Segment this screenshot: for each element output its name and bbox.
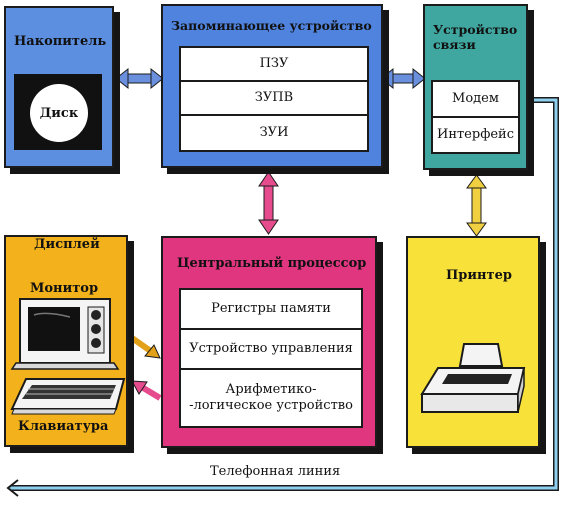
monitor-icon [10,298,120,370]
disk-label: Диск [39,105,79,121]
comm-block: Устройство связи Модем Интерфейс [423,4,528,170]
comm-item-interface: Интерфейс [436,126,515,142]
comm-item-modem: Модем [433,82,518,118]
cpu-to-display-arrow [131,380,162,401]
memory-title: Запоминающее устройство [171,18,372,33]
telephone-line [6,97,559,497]
display-to-cpu-arrow [130,335,161,359]
cpu-block: Центральный процессор Регистры памяти Ус… [161,236,377,448]
computer-illustration [10,298,126,415]
cpu-item-control-unit: Устройство управления [181,330,361,370]
storage-block: Накопитель Диск [4,6,114,168]
memory-block: Запоминающее устройство ПЗУ ЗУПВ ЗУИ [161,4,383,168]
printer-icon [420,343,526,413]
monitor-label: Монитор [30,281,99,296]
cpu-list: Регистры памяти Устройство управления Ар… [179,288,363,428]
cpu-title: Центральный процессор [177,256,367,271]
keyboard-label: Клавиатура [18,419,109,434]
cpu-item-registers: Регистры памяти [181,290,361,330]
comm-list: Модем Интерфейс [431,80,520,154]
memory-item-zui: ЗУИ [259,124,289,140]
phone-line-label: Телефонная линия [210,464,341,479]
storage-memory-arrow [115,67,164,90]
disk-icon: Диск [30,84,88,142]
keyboard-icon [10,378,126,415]
memory-item-pzu: ПЗУ [181,48,367,82]
memory-list: ПЗУ ЗУПВ ЗУИ [179,46,369,152]
display-title: Дисплей [34,237,100,252]
cpu-item-alu: Арифметико- -логическое устройство [189,381,353,413]
printer-title: Принтер [446,268,512,283]
disk-panel: Диск [14,74,102,150]
comm-printer-arrow [466,174,487,237]
storage-title: Накопитель [14,34,107,49]
display-block: Дисплей Монитор Клавиатура [4,235,128,447]
memory-comm-arrow [380,67,426,90]
comm-title: Устройство связи [433,22,518,52]
memory-cpu-arrow [258,171,279,235]
memory-item-zupv: ЗУПВ [181,82,367,116]
printer-block: Принтер [406,236,540,448]
